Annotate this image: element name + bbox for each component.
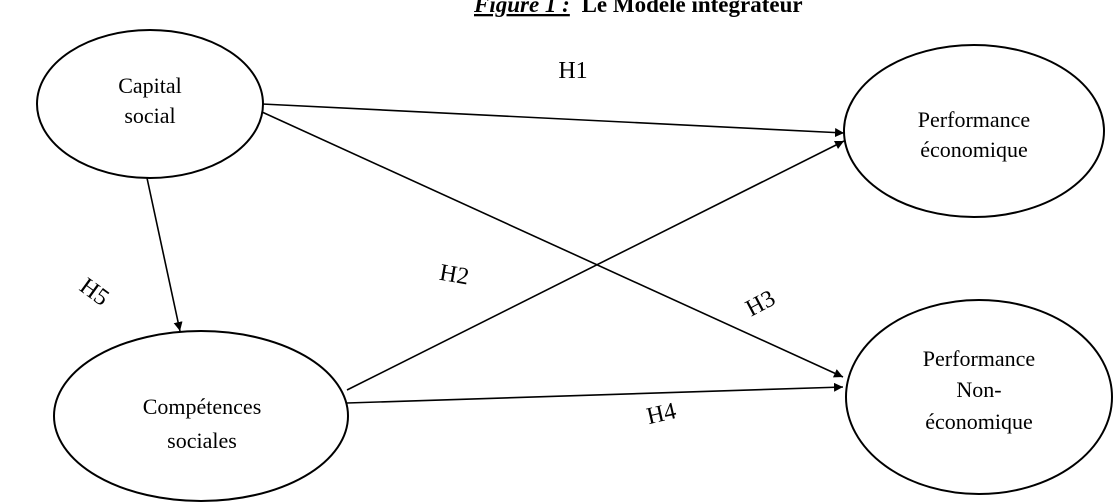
node-capital-social-line1: Capital <box>118 73 182 98</box>
edge-competences-to-perf-economique <box>346 140 845 391</box>
figure-title-text: Le Modèle intégrateur <box>582 0 803 17</box>
node-competences-sociales <box>53 330 349 502</box>
edge-label-h5: H5 <box>75 273 114 311</box>
edge-label-h3: H3 <box>742 285 780 322</box>
figure-label: Figure 1 : <box>473 0 570 17</box>
edge-label-h2: H2 <box>438 260 471 291</box>
edge-competences-to-perf-non-economique <box>346 382 844 404</box>
edge-capital-to-perf-economique <box>261 103 845 138</box>
edge-capital-to-competences <box>146 177 183 332</box>
node-performance-non-economique-line3: économique <box>925 409 1033 434</box>
node-competences-sociales-line1: Compétences <box>143 394 262 419</box>
edge-label-h1: H1 <box>558 58 587 84</box>
node-performance-economique-line1: Performance <box>918 107 1030 132</box>
node-performance-economique <box>843 44 1105 218</box>
node-competences-sociales-line2: sociales <box>167 428 237 453</box>
node-performance-non-economique <box>845 299 1113 495</box>
node-capital-social <box>36 29 264 179</box>
node-performance-non-economique-line2: Non- <box>956 377 1001 402</box>
node-capital-social-line2: social <box>124 103 175 128</box>
figure-title: Figure 1 : Le Modèle intégrateur <box>473 0 803 17</box>
edge-label-h4: H4 <box>644 398 678 430</box>
node-performance-non-economique-line1: Performance <box>923 346 1035 371</box>
node-performance-economique-line2: économique <box>920 137 1028 162</box>
edge-capital-to-perf-non-economique <box>261 111 844 378</box>
